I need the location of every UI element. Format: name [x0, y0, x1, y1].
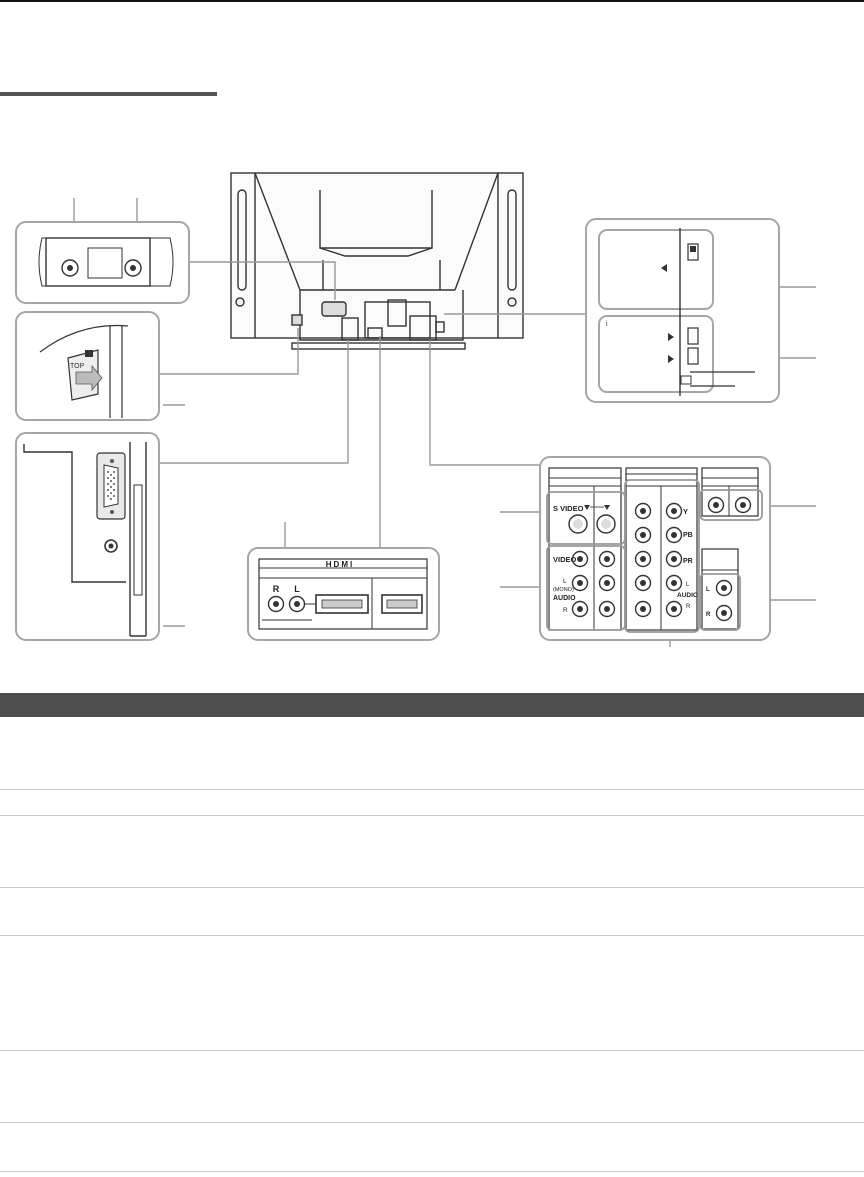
table-row-divider [0, 1050, 864, 1051]
inset-card-slot: TOP [15, 311, 160, 421]
s-video-label: S VIDEO [553, 504, 584, 513]
audio-l-label: L [563, 578, 567, 585]
audio-r-label: R [563, 607, 568, 614]
inset-hdmi: HDMI R L [247, 547, 440, 641]
out-l-label: L [706, 587, 710, 593]
inset-av-jacks: S VIDEO VIDEO L (MONO) AUDIO R Y PB PR L… [539, 456, 771, 641]
table-row-divider [0, 1122, 864, 1123]
svg-text:i: i [606, 321, 608, 328]
audio-label: AUDIO [553, 595, 576, 602]
rear-panel-diagram: TOP HDMI R L [15, 172, 816, 647]
table-header-band [0, 693, 864, 717]
out-r-label: R [706, 612, 711, 618]
top-rule [0, 0, 864, 2]
pb-label: PB [683, 532, 693, 539]
inset-pc-input [15, 432, 160, 641]
video-label: VIDEO [553, 555, 577, 564]
comp-audio-r-label: R [686, 604, 691, 610]
y-label: Y [683, 507, 688, 516]
inset-top-jacks [15, 221, 190, 304]
pr-label: PR [683, 558, 693, 565]
table-row-divider [0, 887, 864, 888]
mono-label: (MONO) [553, 587, 574, 593]
comp-audio-label: AUDIO [677, 592, 698, 599]
inset-right-switches: i [585, 218, 780, 403]
vga-pins-icon [107, 471, 115, 500]
tv-rear-body [230, 172, 524, 350]
table-row-divider [0, 935, 864, 936]
hdmi-audio-l-label: L [294, 584, 300, 594]
hdmi-audio-r-label: R [273, 584, 280, 594]
table-row-divider [0, 1171, 864, 1172]
hdmi-logo: HDMI [326, 560, 354, 569]
section-rule [0, 92, 217, 96]
table-row-divider [0, 789, 864, 790]
table-row-divider [0, 815, 864, 816]
comp-audio-l-label: L [686, 582, 690, 588]
card-top-label: TOP [70, 363, 85, 370]
